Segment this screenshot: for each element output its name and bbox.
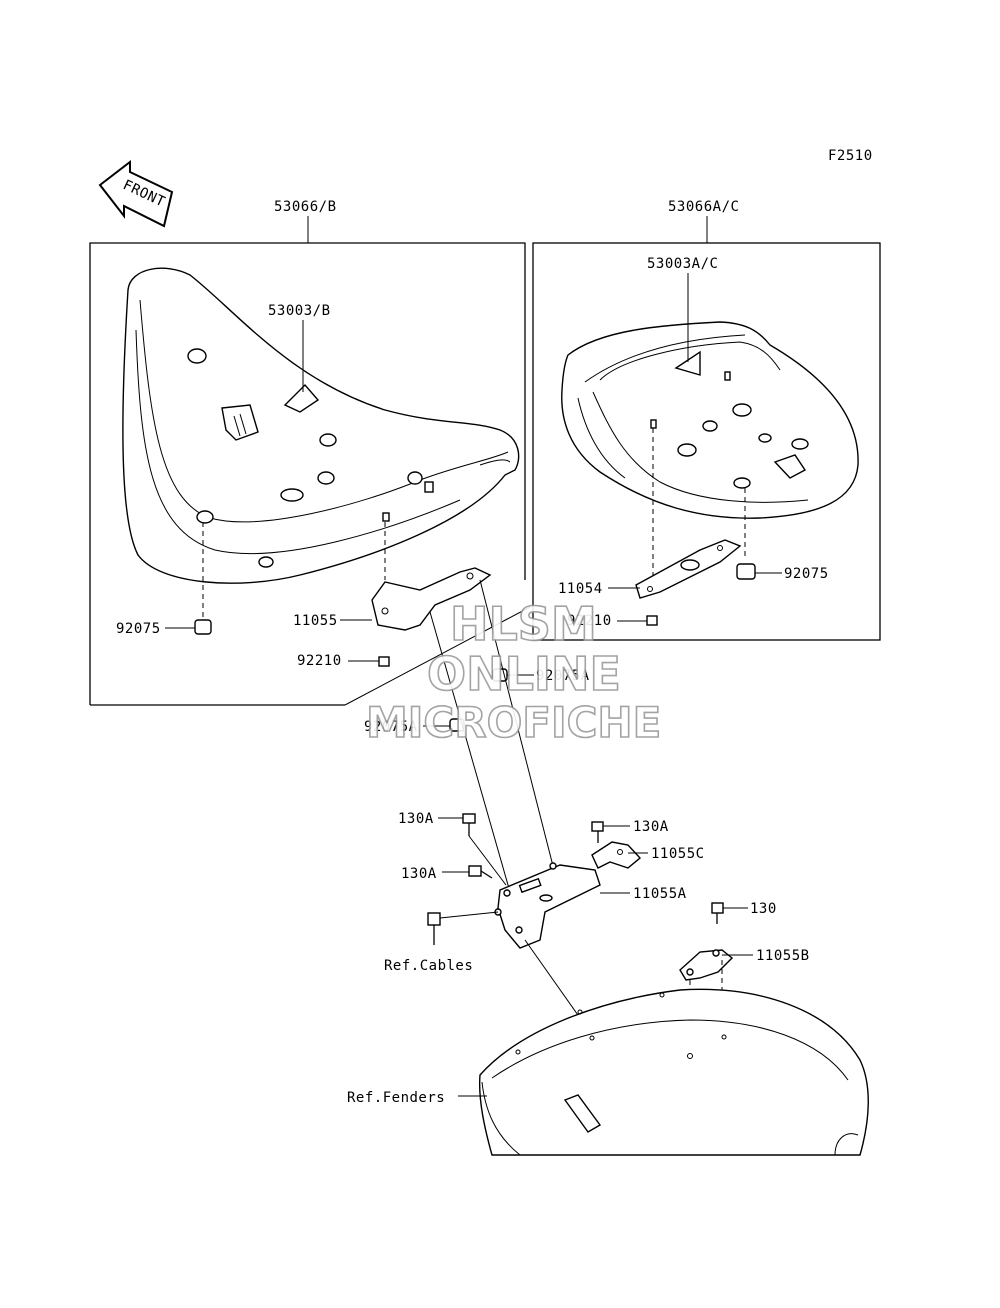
bolt-1-part (462, 813, 476, 836)
bolt-4-part (711, 902, 724, 924)
figure-code: F2510 (828, 148, 873, 164)
damper-front-part (194, 619, 212, 635)
label-nut-rear: 92210 (567, 613, 612, 629)
label-seat-rear-assy: 53066A/C (668, 199, 739, 215)
rear-fender-drawing (478, 988, 869, 1156)
bracket-a-part (494, 862, 601, 949)
bracket-b-part (679, 949, 734, 981)
nut-rear-part (646, 615, 658, 626)
label-nut-front: 92210 (297, 653, 342, 669)
label-bolt-1: 130A (398, 811, 434, 827)
label-bolt-2: 130A (633, 819, 669, 835)
label-bolt-4: 130 (750, 901, 777, 917)
nut-front-part (378, 656, 390, 667)
label-damper-rear: 92075 (784, 566, 829, 582)
label-bracket-c: 11055C (651, 846, 705, 862)
front-arrow-icon: FRONT (98, 159, 174, 228)
front-seat-drawing (122, 267, 520, 584)
bracket-rear-part (635, 539, 742, 599)
label-bracket-rear: 11054 (558, 581, 603, 597)
label-bracket-front: 11055 (293, 613, 338, 629)
label-seat-rear: 53003A/C (647, 256, 718, 272)
rear-seat-drawing (561, 321, 859, 519)
label-damper-a-lower: 92075A (364, 719, 418, 735)
label-seat-front-assy: 53066/B (274, 199, 337, 215)
label-ref-fenders: Ref.Fenders (347, 1090, 445, 1106)
watermark-line1: HLSM (450, 597, 597, 651)
watermark-line3: MICROFICHE (366, 698, 661, 747)
label-ref-cables: Ref.Cables (384, 958, 473, 974)
label-damper-a-upper: 92075A (536, 668, 590, 684)
watermark-line2: ONLINE (427, 647, 621, 701)
watermark: HLSM ONLINE MICROFICHE (365, 596, 662, 748)
damper-rear-part (736, 563, 756, 580)
damper-a-lower-part (449, 718, 465, 732)
bracket-front-part (371, 567, 492, 631)
cable-clip-part (427, 912, 441, 945)
bolt-2-part (591, 821, 604, 843)
label-seat-front: 53003/B (268, 303, 331, 319)
bolt-3-part (468, 865, 493, 879)
label-bolt-3: 130A (401, 866, 437, 882)
bracket-c-part (591, 841, 642, 869)
label-bracket-a: 11055A (633, 886, 687, 902)
label-damper-front: 92075 (116, 621, 161, 637)
label-bracket-b: 11055B (756, 948, 810, 964)
